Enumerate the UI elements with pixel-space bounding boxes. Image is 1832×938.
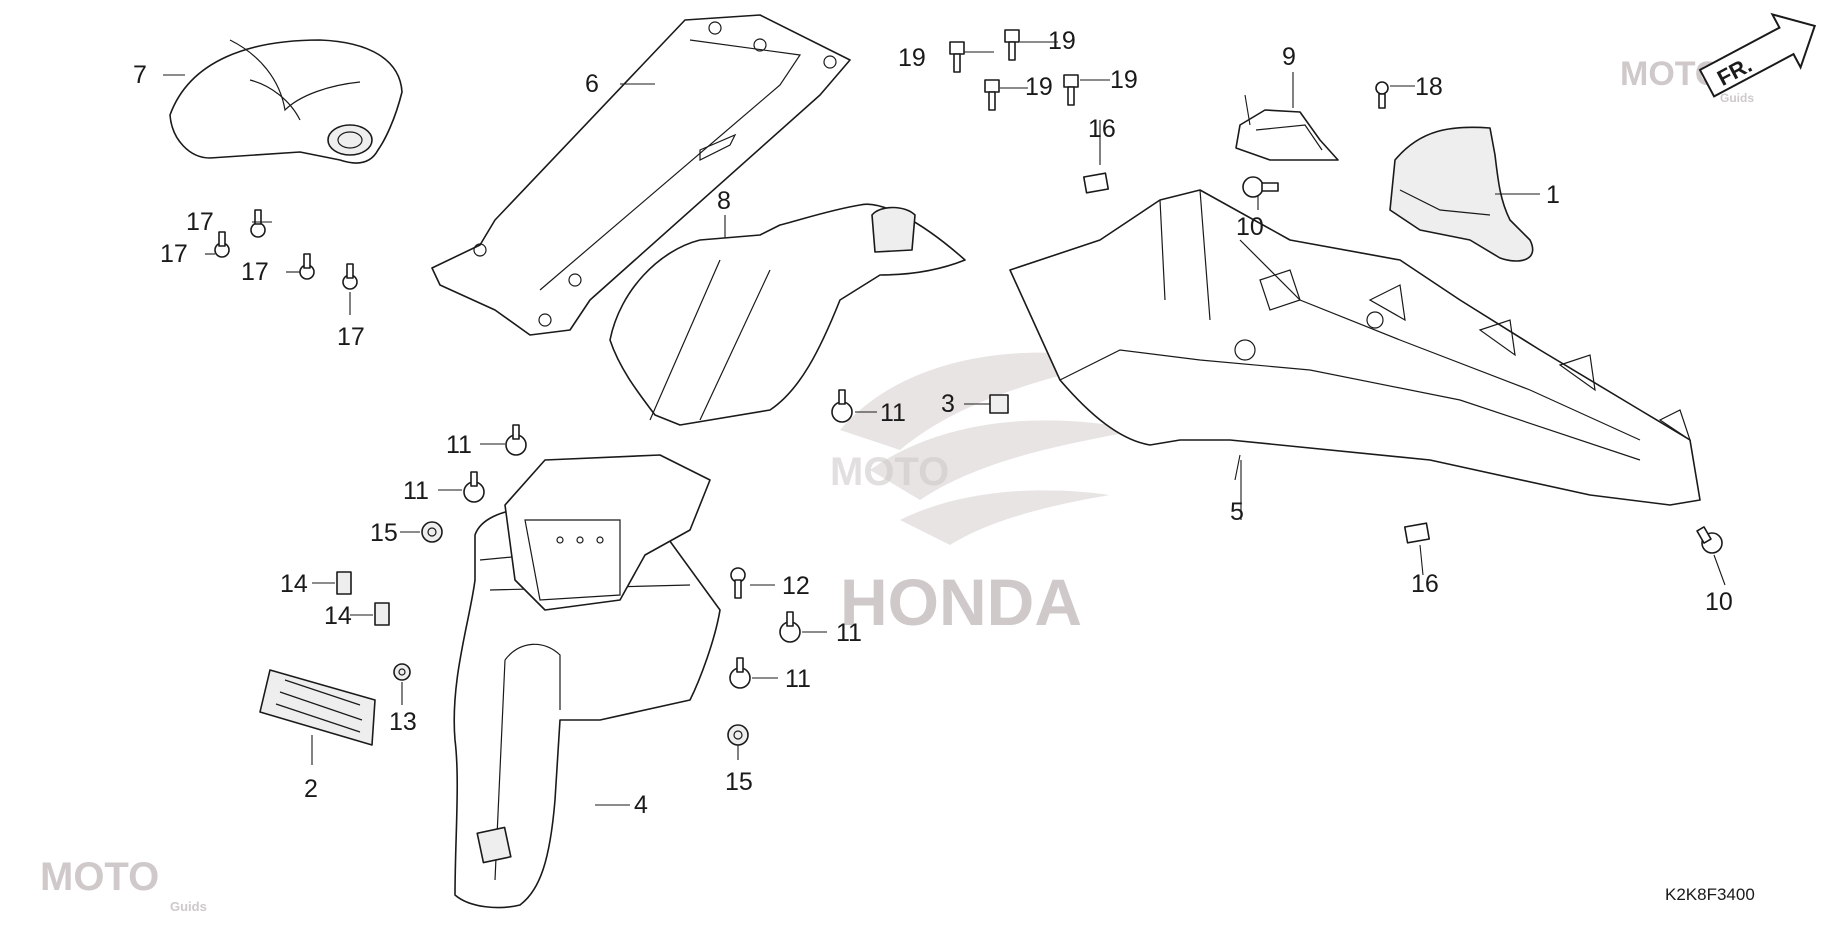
callout-17d: 17 xyxy=(337,323,365,351)
bolt-19a-icon xyxy=(949,41,965,73)
callout-12: 12 xyxy=(782,572,810,600)
screw-12-icon xyxy=(730,567,746,599)
watermark-logo-center: MOTO xyxy=(830,450,949,494)
bolt-11a-icon xyxy=(831,389,853,423)
nut-15a-icon xyxy=(421,521,443,543)
callout-2: 2 xyxy=(304,775,318,803)
callout-4: 4 xyxy=(634,791,648,819)
bolt-11c-icon xyxy=(463,471,485,503)
diagram-code: K2K8F3400 xyxy=(1665,885,1755,904)
callout-19d: 19 xyxy=(1110,66,1138,94)
callout-17b: 17 xyxy=(160,240,188,268)
callout-14b: 14 xyxy=(324,602,352,630)
callout-8: 8 xyxy=(717,187,731,215)
callout-19b: 19 xyxy=(1048,27,1076,55)
callout-19a: 19 xyxy=(898,44,926,72)
bolt-10b-icon xyxy=(1696,526,1723,554)
screw-17b-icon xyxy=(214,231,230,258)
callout-15b: 15 xyxy=(725,768,753,796)
leader-lines xyxy=(163,41,1726,806)
part-license-light-housing xyxy=(504,454,711,611)
callout-labels: 7 6 8 9 1 5 16 16 10 10 3 19 19 19 19 18… xyxy=(133,27,1733,819)
bolt-19d-icon xyxy=(1063,74,1079,106)
callout-17a: 17 xyxy=(186,208,214,236)
svg-text:MOTO: MOTO xyxy=(830,450,949,494)
callout-1: 1 xyxy=(1546,181,1560,209)
part-9-wire-clip xyxy=(1235,109,1339,161)
callout-11c: 11 xyxy=(403,477,429,505)
callout-5: 5 xyxy=(1230,498,1244,526)
nut-3-icon xyxy=(989,394,1009,414)
part-1-side-panel xyxy=(1389,126,1534,262)
screw-17a-icon xyxy=(250,209,266,238)
watermark-logo-bottom-left: MOTO Guids xyxy=(40,855,207,914)
callout-16a: 16 xyxy=(1088,115,1116,143)
callout-10a: 10 xyxy=(1236,213,1264,241)
callout-7: 7 xyxy=(133,61,147,89)
clip-14a-icon xyxy=(336,571,352,595)
svg-text:Guids: Guids xyxy=(170,899,207,914)
bolt-10a-icon xyxy=(1242,176,1279,198)
svg-text:Guids: Guids xyxy=(1720,91,1754,105)
callout-18: 18 xyxy=(1415,73,1443,101)
part-6-rear-bracket xyxy=(431,14,851,336)
part-7-tail-cover xyxy=(169,39,403,164)
clip-16a-icon xyxy=(1082,172,1110,194)
screw-17d-icon xyxy=(342,263,358,290)
nut-13-icon xyxy=(393,663,411,681)
nut-15b-icon xyxy=(727,724,749,746)
part-2-reflector xyxy=(259,669,376,746)
bolt-19b-icon xyxy=(1004,29,1020,61)
screw-18-icon xyxy=(1375,81,1389,109)
bolt-19c-icon xyxy=(984,79,1000,111)
fasteners xyxy=(214,29,1723,746)
front-direction-arrow: FR. xyxy=(1698,12,1817,98)
bolt-11b-icon xyxy=(505,424,527,456)
callout-9: 9 xyxy=(1282,43,1296,71)
part-5-rear-inner-fender xyxy=(1009,189,1701,506)
callout-17c: 17 xyxy=(241,258,269,286)
bolt-11d-icon xyxy=(779,611,801,643)
clip-16b-icon xyxy=(1403,522,1431,544)
callout-11a: 11 xyxy=(880,399,906,427)
callout-11b: 11 xyxy=(446,431,472,459)
clip-14b-icon xyxy=(374,602,390,626)
callout-16b: 16 xyxy=(1411,570,1439,598)
callout-11e: 11 xyxy=(785,665,811,693)
bolt-11e-icon xyxy=(729,657,751,689)
screw-17c-icon xyxy=(299,253,315,280)
callout-10b: 10 xyxy=(1705,588,1733,616)
watermark-brand-text: HONDA xyxy=(840,565,1082,639)
part-8-inner-fender xyxy=(609,203,966,426)
svg-text:MOTO: MOTO xyxy=(40,855,159,899)
callout-14a: 14 xyxy=(280,570,308,598)
callout-15a: 15 xyxy=(370,519,398,547)
callout-3: 3 xyxy=(941,390,955,418)
callout-11d: 11 xyxy=(836,619,862,647)
watermark-honda-wing: HONDA xyxy=(840,352,1140,639)
callout-6: 6 xyxy=(585,70,599,98)
callout-19c: 19 xyxy=(1025,73,1053,101)
callout-13: 13 xyxy=(389,708,417,736)
